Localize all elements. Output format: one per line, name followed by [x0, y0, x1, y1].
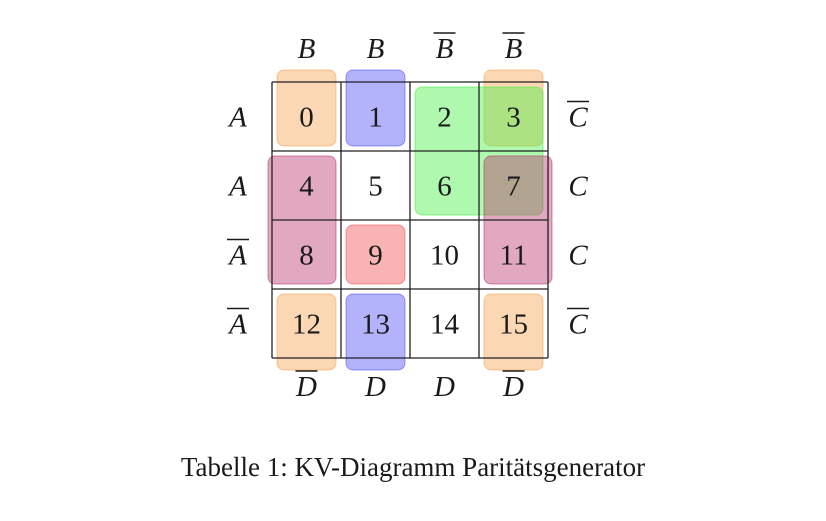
bottom-label: D — [433, 371, 455, 403]
axis-labels: B B B B D D D D A A A A C C C C — [227, 32, 589, 403]
table-caption: Tabelle 1: KV-Diagramm Paritätsgenerator — [180, 452, 646, 482]
bottom-label: D — [502, 371, 524, 403]
left-label: A — [227, 171, 247, 203]
right-label: C — [568, 240, 588, 272]
orange-group-top-left — [276, 69, 337, 147]
cell-number: 10 — [430, 240, 459, 272]
cell-number: 8 — [299, 240, 314, 272]
cell-number: 3 — [506, 102, 521, 134]
cell-number: 4 — [299, 171, 314, 203]
cell-number: 9 — [368, 240, 383, 272]
cell-number: 12 — [292, 309, 321, 341]
right-label: C — [568, 102, 588, 134]
bottom-label: D — [295, 371, 317, 403]
top-label: B — [298, 33, 316, 65]
left-label: A — [227, 309, 247, 341]
right-label: C — [568, 171, 588, 203]
top-label: B — [436, 33, 454, 65]
cell-number: 5 — [368, 171, 383, 203]
orange-group-bottom-left — [276, 293, 337, 371]
cell-number: 7 — [506, 171, 521, 203]
cell-number: 1 — [368, 102, 383, 134]
right-label: C — [568, 309, 588, 341]
kv-grid — [271, 81, 549, 359]
orange-group-bottom-right — [483, 293, 544, 371]
cell-number: 0 — [299, 102, 314, 134]
top-label: B — [367, 33, 385, 65]
cell-number: 11 — [500, 240, 528, 272]
cell-number: 14 — [430, 309, 460, 341]
cell-number: 6 — [437, 171, 452, 203]
left-label: A — [227, 240, 247, 272]
cell-number: 15 — [499, 309, 528, 341]
blue-group-top — [345, 69, 406, 147]
cell-number: 2 — [437, 102, 452, 134]
top-label: B — [505, 33, 523, 65]
cell-number: 13 — [361, 309, 390, 341]
bottom-label: D — [364, 371, 386, 403]
red-group — [345, 224, 406, 285]
blue-group-bottom — [345, 293, 406, 371]
left-label: A — [227, 102, 247, 134]
